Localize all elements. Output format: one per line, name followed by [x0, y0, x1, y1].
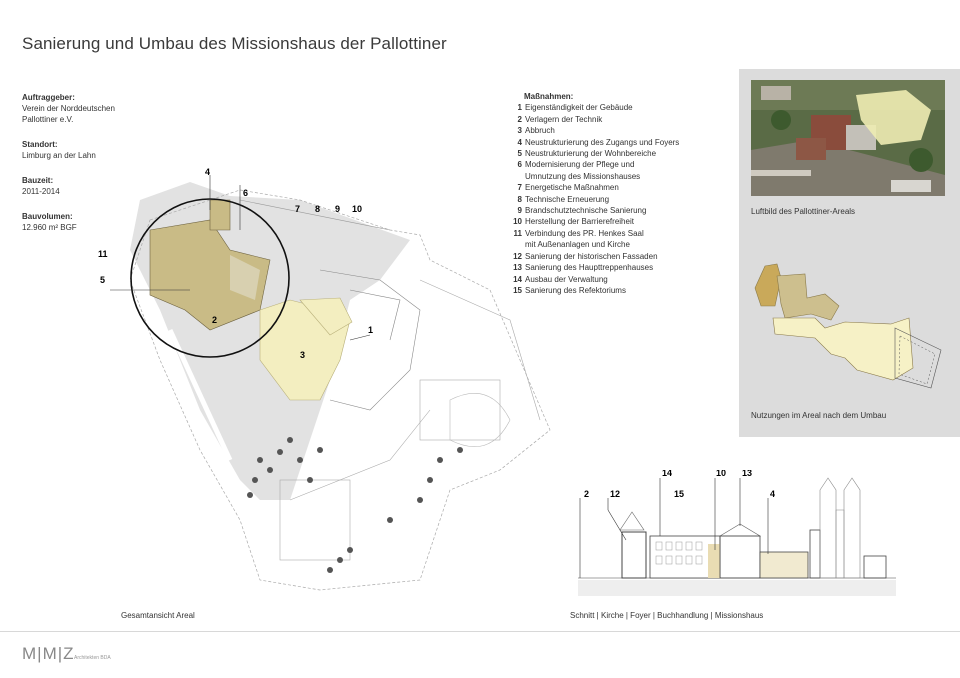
plan-label-9: 9: [335, 204, 340, 214]
massnahmen-item-text: Neustrukturierung des Zugangs und Foyers: [525, 137, 680, 147]
massnahmen-heading: Maßnahmen:: [524, 92, 574, 101]
section-label-4: 4: [770, 489, 775, 499]
section-caption: Schnitt | Kirche | Foyer | Buchhandlung …: [570, 611, 764, 620]
massnahmen-item-number: 8: [517, 194, 522, 204]
massnahmen-item-number: 5: [517, 149, 522, 159]
auftraggeber-value-2: Pallottiner e.V.: [22, 115, 74, 124]
massnahmen-item-text: Sanierung des Haupttreppenhauses: [525, 263, 654, 273]
auftraggeber-value-1: Verein der Norddeutschen: [22, 104, 115, 113]
plan-label-6: 6: [243, 188, 248, 198]
massnahmen-item-text: mit Außenanlagen und Kirche: [525, 240, 630, 250]
massnahmen-item-number: 13: [513, 263, 522, 273]
plan-label-7: 7: [295, 204, 300, 214]
usage-caption: Nutzungen im Areal nach dem Umbau: [751, 411, 887, 420]
plan-label-2: 2: [212, 315, 217, 325]
massnahmen-item-number: 7: [517, 183, 522, 193]
massnahmen-item-text: Herstellung der Barrierefreiheit: [525, 217, 634, 227]
info-auftraggeber: Auftraggeber: Verein der Norddeutschen P…: [22, 92, 115, 125]
massnahmen-item-text: Umnutzung des Missionshauses: [525, 171, 641, 181]
aerial-caption: Luftbild des Pallottiner-Areals: [751, 207, 856, 216]
plan-label-3: 3: [300, 350, 305, 360]
massnahmen-item-text: Technische Erneuerung: [525, 194, 610, 204]
plan-label-8: 8: [315, 204, 320, 214]
info-bauzeit: Bauzeit: 2011-2014: [22, 175, 60, 197]
standort-label: Standort:: [22, 140, 58, 149]
massnahmen-item-number: 6: [517, 160, 522, 170]
massnahmen-item-number: 12: [513, 251, 522, 261]
massnahmen-item-text: Neustrukturierung der Wohnbereiche: [525, 149, 657, 159]
section-label-10: 10: [716, 470, 726, 478]
section-label-12: 12: [610, 489, 620, 499]
section-label-13: 13: [742, 470, 752, 478]
massnahmen-item: mit Außenanlagen und Kirche: [508, 239, 679, 250]
massnahmen-item-number: 4: [517, 137, 522, 147]
massnahmen-item-number: 2: [517, 114, 522, 124]
plan-label-10: 10: [352, 204, 362, 214]
massnahmen-item-text: Verlagern der Technik: [525, 114, 603, 124]
bauvolumen-label: Bauvolumen:: [22, 212, 73, 221]
massnahmen-item-text: Verbindung des PR. Henkes Saal: [525, 228, 644, 238]
massnahmen-item-text: Ausbau der Verwaltung: [525, 274, 608, 284]
massnahmen-item-text: Brandschutztechnische Sanierung: [525, 206, 647, 216]
massnahmen-item-number: 3: [517, 126, 522, 136]
massnahmen-item-number: 14: [513, 274, 522, 284]
massnahmen-item-number: 9: [517, 206, 522, 216]
bauvolumen-value: 12.960 m² BGF: [22, 223, 77, 232]
usage-plan: [754, 263, 942, 389]
site-plan: 4 6 7 8 9 10 11 5 2 3 1: [98, 167, 551, 591]
info-bauvolumen: Bauvolumen: 12.960 m² BGF: [22, 211, 77, 233]
massnahmen-item-text: Energetische Maßnahmen: [525, 183, 619, 193]
section-drawing: 2 12 14 15 10 13 4: [578, 470, 896, 596]
plan-label-5: 5: [100, 275, 105, 285]
plan-caption: Gesamtansicht Areal: [121, 611, 195, 620]
auftraggeber-label: Auftraggeber:: [22, 93, 75, 102]
plan-label-1: 1: [368, 325, 373, 335]
logo-mark: M|M|Z: [22, 644, 75, 663]
massnahmen-item-text: Sanierung des Refektoriums: [525, 285, 626, 295]
page-title: Sanierung und Umbau des Missionshaus der…: [22, 34, 447, 53]
aerial-photo: [751, 80, 945, 196]
massnahmen-item-text: Sanierung der historischen Fassaden: [525, 251, 658, 261]
standort-value: Limburg an der Lahn: [22, 151, 96, 160]
massnahmen-item: Umnutzung des Missionshauses: [508, 171, 679, 182]
massnahmen-item-text: Eigenständigkeit der Gebäude: [525, 103, 633, 113]
massnahmen-item-number: 1: [517, 103, 522, 113]
bauzeit-label: Bauzeit:: [22, 176, 54, 185]
bauzeit-value: 2011-2014: [22, 187, 60, 196]
massnahmen-item-number: 10: [513, 217, 522, 227]
massnahmen-item-number: 11: [513, 228, 522, 238]
info-standort: Standort: Limburg an der Lahn: [22, 139, 96, 161]
massnahmen-item-text: Abbruch: [525, 126, 555, 136]
section-label-15: 15: [674, 489, 684, 499]
footer-divider: [0, 631, 960, 632]
section-label-2: 2: [584, 489, 589, 499]
massnahmen-item-number: 15: [513, 285, 522, 295]
logo-subtitle: Architekten BDA: [74, 655, 111, 661]
section-label-14: 14: [662, 470, 672, 478]
plan-label-4: 4: [205, 167, 210, 177]
massnahmen-item-text: Modernisierung der Pflege und: [525, 160, 635, 170]
plan-label-11: 11: [98, 249, 108, 259]
